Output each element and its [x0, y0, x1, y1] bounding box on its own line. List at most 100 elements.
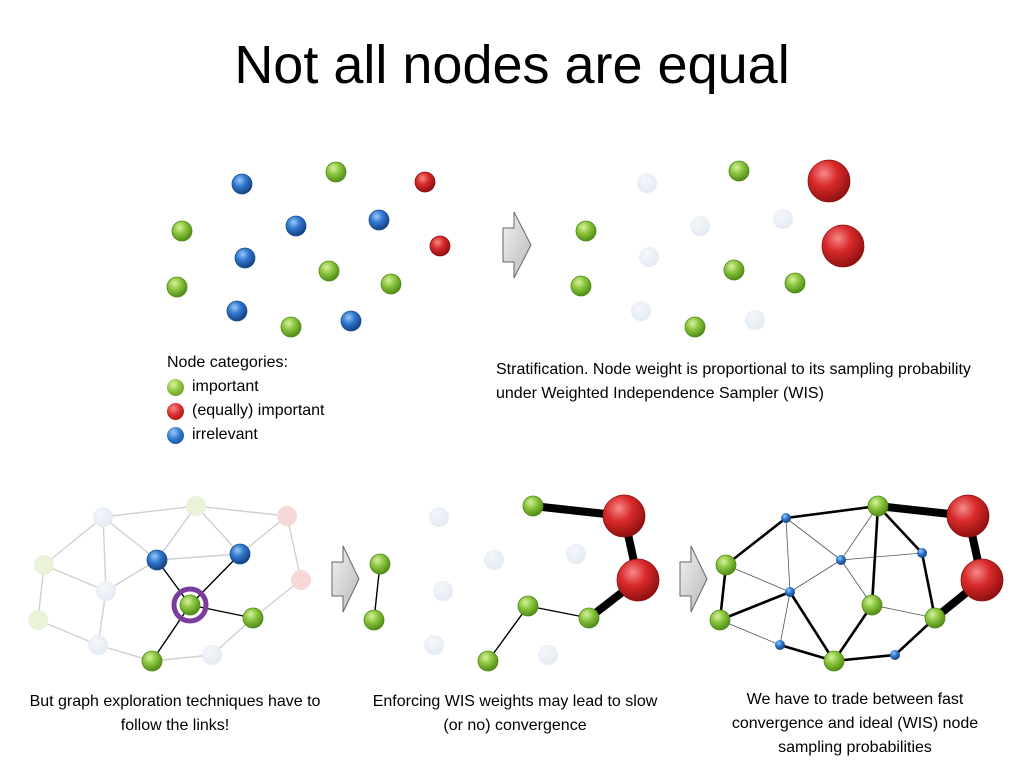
node-green — [723, 259, 745, 281]
node-faded — [424, 635, 444, 655]
node-green — [242, 607, 264, 629]
node-blue — [146, 549, 168, 571]
node-green — [861, 594, 883, 616]
node-green — [477, 650, 499, 672]
node-green — [369, 553, 391, 575]
node-blue — [340, 310, 362, 332]
node-green — [280, 316, 302, 338]
node-blue — [234, 247, 256, 269]
walker-ring-icon — [171, 586, 209, 624]
thin-edges — [719, 505, 936, 646]
node-green-current — [179, 594, 201, 616]
node-green — [517, 595, 539, 617]
node-green — [924, 607, 946, 629]
node-green — [166, 276, 188, 298]
node-red — [414, 171, 436, 193]
node-faded-red — [277, 506, 297, 526]
medium-edges — [718, 504, 937, 663]
arrow-right-icon — [331, 545, 360, 613]
node-green — [823, 650, 845, 672]
legend-label: irrelevant — [192, 426, 258, 443]
node-blue-small — [775, 640, 785, 650]
node-red-large — [946, 494, 990, 538]
node-blue-small — [917, 548, 927, 558]
node-green — [570, 275, 592, 297]
legend-item-irrelevant: irrelevant — [167, 423, 325, 447]
node-faded — [484, 550, 504, 570]
node-blue — [368, 209, 390, 231]
node-blue — [285, 215, 307, 237]
node-green — [318, 260, 340, 282]
node-green — [380, 273, 402, 295]
node-faded-red — [291, 570, 311, 590]
green-dot-icon — [167, 378, 184, 396]
active-edges — [151, 553, 254, 662]
stratification-caption: Stratification. Node weight is proportio… — [496, 361, 971, 402]
node-blue-small — [890, 650, 900, 660]
node-red-large — [616, 558, 660, 602]
node-green — [867, 495, 889, 517]
node-faded-green — [186, 496, 206, 516]
node-red — [429, 235, 451, 257]
node-blue-small — [781, 513, 791, 523]
blue-dot-icon — [167, 426, 184, 444]
exploration-caption: But graph exploration techniques have to… — [29, 693, 321, 734]
node-blue — [226, 300, 248, 322]
red-dot-icon — [167, 402, 184, 420]
node-faded — [566, 544, 586, 564]
weighted-edges — [373, 502, 642, 662]
arrow-right-icon — [679, 545, 708, 613]
category-nodes-group — [166, 161, 451, 338]
node-faded — [88, 635, 108, 655]
node-green — [784, 272, 806, 294]
node-green — [363, 609, 385, 631]
node-faded-green — [28, 610, 48, 630]
node-green — [684, 316, 706, 338]
node-green — [709, 609, 731, 631]
legend-heading: Node categories: — [167, 354, 288, 371]
tradeoff-graph-group — [709, 494, 1004, 672]
node-faded — [631, 301, 651, 321]
node-red-large — [807, 159, 851, 203]
enforcing-graph-group — [363, 494, 660, 672]
node-red-large — [602, 494, 646, 538]
legend-label: important — [192, 378, 259, 395]
legend-item-important: important — [167, 375, 325, 399]
node-green — [715, 554, 737, 576]
node-faded — [429, 507, 449, 527]
arrow-right-icon — [502, 211, 532, 279]
node-faded — [637, 173, 657, 193]
node-green — [575, 220, 597, 242]
slide-title: Not all nodes are equal — [234, 35, 790, 95]
enforcing-caption: Enforcing WIS weights may lead to slow (… — [372, 693, 658, 734]
node-faded — [202, 645, 222, 665]
faded-edges — [37, 505, 302, 662]
node-blue-small — [785, 587, 795, 597]
node-green — [578, 607, 600, 629]
node-green — [728, 160, 750, 182]
node-blue — [231, 173, 253, 195]
stratification-nodes-group — [570, 159, 865, 338]
node-green — [522, 495, 544, 517]
node-green — [171, 220, 193, 242]
node-faded — [639, 247, 659, 267]
node-faded — [690, 216, 710, 236]
legend-item-equally-important: (equally) important — [167, 399, 325, 423]
node-blue-small — [836, 555, 846, 565]
node-green — [141, 650, 163, 672]
node-blue — [229, 543, 251, 565]
node-faded — [93, 507, 113, 527]
node-red-large — [960, 558, 1004, 602]
node-green — [325, 161, 347, 183]
exploration-graph-group — [28, 496, 311, 672]
node-faded-green — [34, 555, 54, 575]
node-red-large — [821, 224, 865, 268]
node-faded — [773, 209, 793, 229]
tradeoff-caption: We have to trade between fast convergenc… — [731, 691, 979, 756]
node-faded — [745, 310, 765, 330]
node-categories-legend: Node categories: important (equally) imp… — [167, 351, 325, 447]
node-faded — [433, 581, 453, 601]
legend-label: (equally) important — [192, 402, 325, 419]
node-faded — [96, 581, 116, 601]
